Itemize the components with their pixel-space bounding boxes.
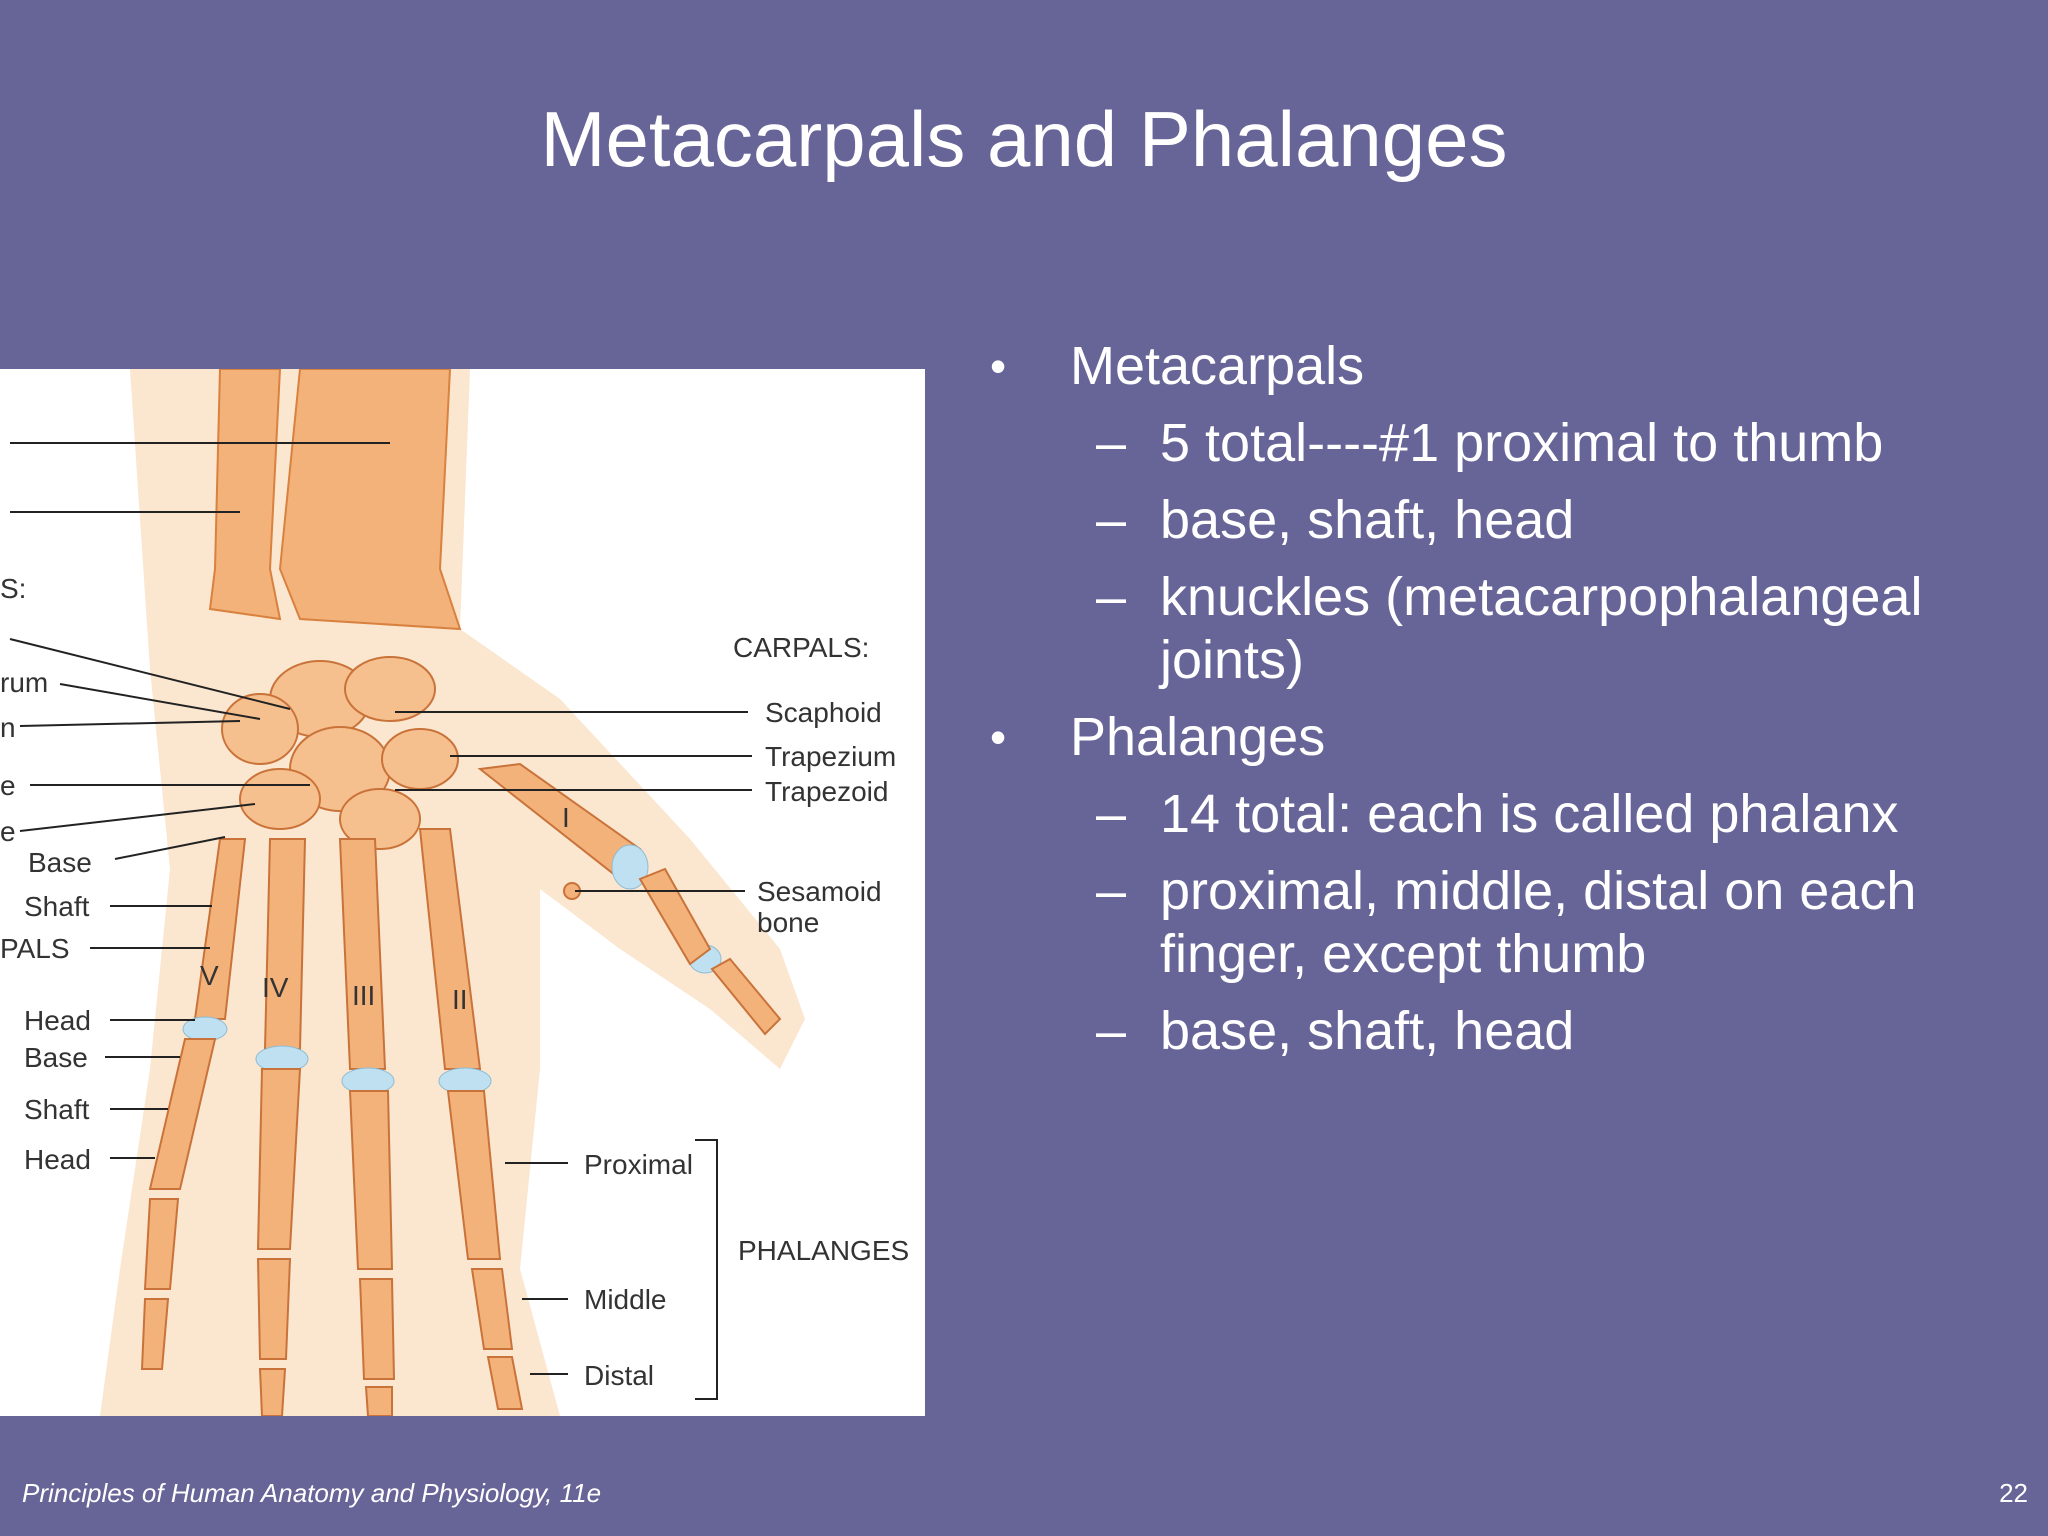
label-left-s: S: — [0, 573, 26, 604]
label-base-metacarpal: Base — [28, 847, 92, 878]
bullet-marker: • — [990, 711, 1007, 763]
bullet-metacarpals: • Metacarpals — [990, 335, 2020, 398]
sub-marker: – — [1096, 1001, 1127, 1061]
slide-title: Metacarpals and Phalanges — [540, 95, 1508, 183]
phalanx-bones — [140, 867, 782, 1416]
sub-bullet: –14 total: each is called phalanx — [990, 783, 2020, 846]
bullet-text: Phalanges — [1070, 707, 1326, 767]
label-finger-ii: II — [452, 984, 468, 1015]
label-scaphoid: Scaphoid — [765, 697, 882, 728]
sub-bullet: –base, shaft, head — [990, 489, 2020, 552]
label-distal: Distal — [584, 1360, 654, 1391]
label-left-rum: rum — [0, 667, 48, 698]
label-middle: Middle — [584, 1284, 666, 1315]
joint-cartilage — [182, 844, 722, 1095]
metacarpal-bones — [193, 762, 642, 1070]
sub-bullet-text: base, shaft, head — [1160, 1001, 1575, 1061]
label-shaft-phalanx: Shaft — [24, 1094, 90, 1125]
radius-bone — [278, 369, 462, 631]
label-head-metacarpal: Head — [24, 1005, 91, 1036]
sub-bullet-text: proximal, middle, distal on each finger,… — [1160, 861, 1917, 984]
bullet-phalanges: • Phalanges — [990, 706, 2020, 769]
label-head-phalanx: Head — [24, 1144, 91, 1175]
label-trapezium: Trapezium — [765, 741, 896, 772]
bullet-list: •Metacarpals –5 total----#1 proximal to … — [990, 335, 2020, 1063]
hand-skeleton-illustration: CARPALS: Scaphoid Trapezium Trapezoid Se… — [0, 369, 909, 1416]
label-finger-v: V — [200, 960, 219, 991]
sub-bullet-text: 5 total----#1 proximal to thumb — [1160, 413, 1884, 473]
footer-citation: Principles of Human Anatomy and Physiolo… — [22, 1478, 602, 1508]
label-metacarpals: PALS — [0, 933, 70, 964]
sub-bullet: –5 total----#1 proximal to thumb — [990, 412, 2020, 475]
sub-marker: – — [1096, 861, 1127, 921]
label-base-phalanx: Base — [24, 1042, 88, 1073]
bullet-text: Metacarpals — [1070, 336, 1365, 396]
label-carpals-header: CARPALS: — [733, 632, 869, 663]
label-phalanges: PHALANGES — [738, 1235, 909, 1266]
label-sesamoid-bone: bone — [757, 907, 819, 938]
ulna-bone — [208, 369, 282, 621]
sub-bullet: –knuckles (metacarpophalangeal joints) — [990, 566, 2020, 692]
label-thumb-numeral: I — [562, 802, 570, 833]
label-finger-iii: III — [352, 980, 375, 1011]
sub-marker: – — [1096, 567, 1127, 627]
label-left-e2: e — [0, 816, 16, 847]
leader-lines — [9, 442, 752, 1400]
sub-bullet: –proximal, middle, distal on each finger… — [990, 860, 2020, 986]
sub-bullet: –base, shaft, head — [990, 1000, 2020, 1063]
sub-bullet-text: knuckles (metacarpophalangeal joints) — [1160, 567, 1923, 690]
sub-marker: – — [1096, 413, 1127, 473]
label-shaft-metacarpal: Shaft — [24, 891, 90, 922]
sub-marker: – — [1096, 490, 1127, 550]
page-number: 22 — [1999, 1478, 2028, 1508]
hand-skeleton-figure: CARPALS: Scaphoid Trapezium Trapezoid Se… — [0, 369, 925, 1416]
label-left-n: n — [0, 712, 16, 743]
sub-marker: – — [1096, 784, 1127, 844]
bullet-marker: • — [990, 340, 1007, 392]
label-left-e1: e — [0, 770, 16, 801]
label-trapezoid: Trapezoid — [765, 776, 888, 807]
sub-bullet-text: base, shaft, head — [1160, 490, 1575, 550]
label-proximal: Proximal — [584, 1149, 693, 1180]
sub-bullet-text: 14 total: each is called phalanx — [1160, 784, 1899, 844]
label-finger-iv: IV — [262, 972, 289, 1003]
label-sesamoid: Sesamoid — [757, 876, 882, 907]
